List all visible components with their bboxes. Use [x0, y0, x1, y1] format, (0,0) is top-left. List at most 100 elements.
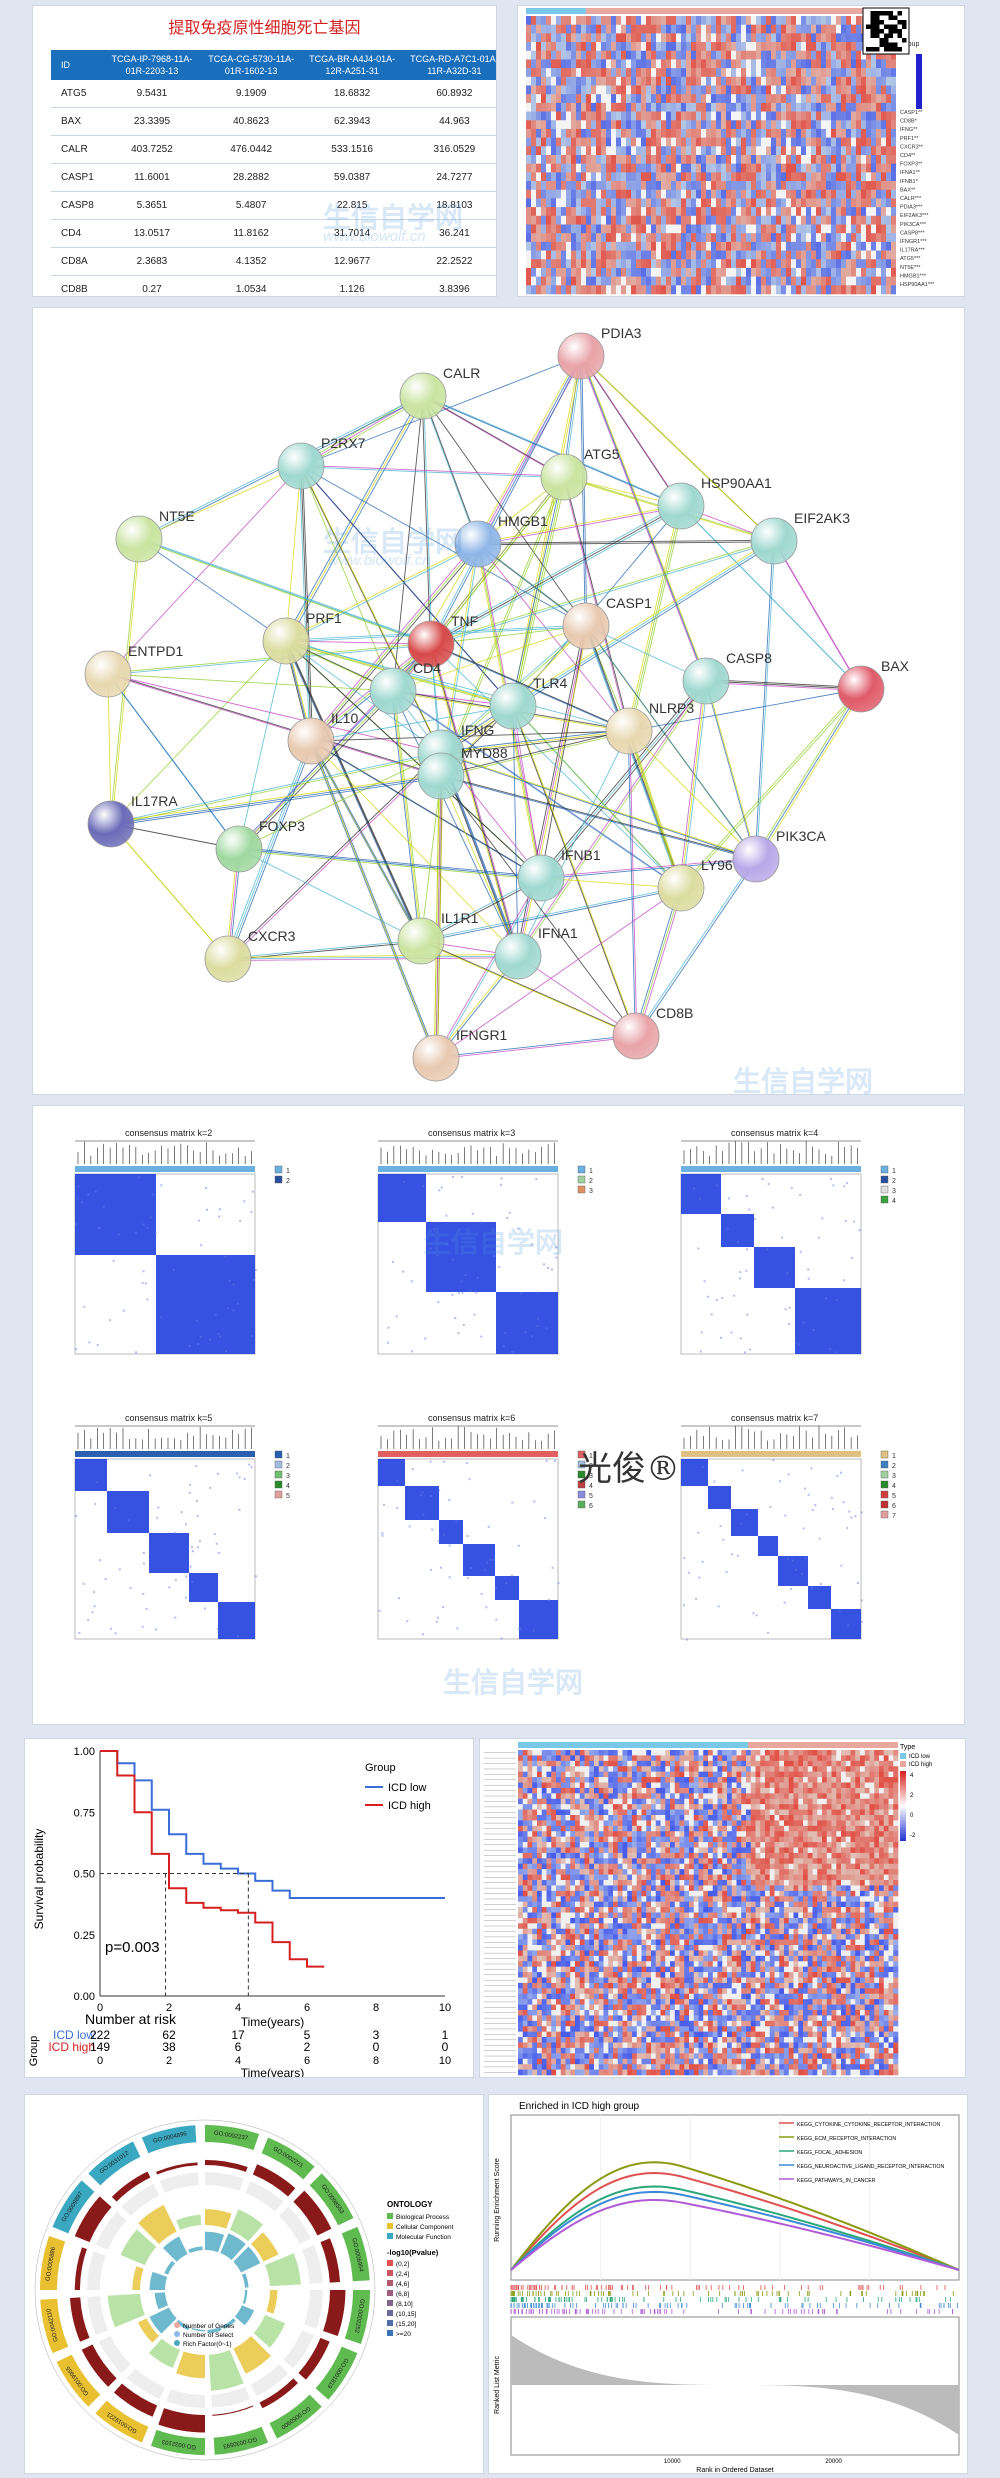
heatmap-cell	[817, 1771, 823, 1778]
qr-module	[893, 47, 898, 52]
heatmap-cell	[551, 198, 557, 208]
qr-module	[893, 15, 898, 20]
network-edge	[421, 888, 682, 943]
heatmap-cell	[561, 172, 567, 182]
heatmap-cell	[736, 42, 742, 52]
network-node-label: IL1R1	[441, 910, 479, 926]
heatmap-cell	[807, 1782, 813, 1789]
heatmap-cell	[613, 1793, 619, 1800]
heatmap-cell	[666, 172, 672, 182]
heatmap-cell	[706, 259, 712, 269]
heatmap-cell	[616, 250, 622, 260]
heatmap-cell	[781, 224, 787, 234]
heatmap-cell	[774, 1825, 780, 1832]
heatmap-cell	[850, 1804, 856, 1810]
qr-module	[888, 47, 893, 52]
heatmap-cell	[836, 68, 842, 78]
heatmap-cell	[850, 1760, 856, 1767]
heatmap-cell	[537, 1787, 543, 1794]
heatmap-cell	[686, 259, 692, 269]
heatmap-cell	[591, 241, 597, 251]
heatmap-cell	[526, 276, 532, 286]
heatmap-cell	[716, 120, 722, 130]
heatmap-cell	[721, 233, 727, 243]
heatmap-cell	[736, 1766, 742, 1772]
heatmap-cell	[756, 189, 762, 199]
heatmap-cell	[596, 259, 602, 269]
consensus-noise	[502, 1345, 505, 1348]
heatmap-cell	[822, 1831, 828, 1837]
consensus-noise	[451, 1293, 454, 1296]
consensus-noise	[532, 1629, 535, 1632]
heatmap-cell	[646, 59, 652, 69]
network-edge	[704, 678, 860, 688]
heatmap-cell	[850, 1777, 856, 1783]
consensus-noise	[698, 1197, 701, 1200]
heatmap-cell	[571, 102, 577, 112]
heatmap-cell	[816, 215, 822, 225]
heatmap-cell	[871, 233, 877, 243]
risk-count-low: 1	[442, 2028, 449, 2042]
consensus-noise	[850, 1256, 853, 1259]
heatmap-cell	[826, 102, 832, 112]
heatmap-cell	[674, 1760, 680, 1767]
consensus-noise	[787, 1473, 790, 1476]
heatmap-cell	[646, 94, 652, 104]
network-edge	[539, 679, 705, 877]
heatmap-cell	[798, 1755, 804, 1762]
network-edge	[440, 775, 519, 957]
heatmap-cell	[851, 267, 857, 277]
heatmap-cell	[712, 1793, 718, 1800]
heatmap-cell	[611, 85, 617, 95]
network-node-label: MYD88	[461, 745, 508, 761]
heatmap-cell	[826, 215, 832, 225]
heatmap-cell	[771, 215, 777, 225]
heatmap-cell	[631, 111, 637, 121]
heatmap-cell	[676, 42, 682, 52]
heatmap-cell	[670, 1760, 676, 1767]
heatmap-cell	[608, 1793, 614, 1800]
heatmap-cell	[881, 146, 887, 156]
heatmap-cell	[736, 285, 742, 295]
heatmap-cell	[891, 172, 897, 182]
consensus-noise	[701, 1560, 704, 1563]
legend-label: 3	[589, 1188, 593, 1195]
consensus-noise	[804, 1556, 807, 1559]
legend-swatch	[880, 1450, 889, 1459]
heatmap-cell	[701, 276, 707, 286]
consensus-noise	[767, 1631, 770, 1634]
heatmap-cell	[841, 198, 847, 208]
heatmap-cell	[761, 198, 767, 208]
heatmap-cell	[591, 111, 597, 121]
heatmap-cell	[576, 50, 582, 60]
heatmap-cell	[879, 1760, 885, 1767]
heatmap-cell	[765, 1825, 771, 1832]
heatmap-cell	[691, 102, 697, 112]
heatmap-cell	[886, 181, 892, 191]
heatmap-cell	[613, 1809, 619, 1816]
cluster-bar	[75, 1166, 255, 1172]
heatmap-cell	[708, 1820, 714, 1827]
heatmap-cell	[541, 1804, 547, 1810]
heatmap-cell	[606, 102, 612, 112]
heatmap-cell	[864, 1777, 870, 1783]
heatmap-cell	[613, 1804, 619, 1810]
consensus-noise	[114, 1507, 117, 1510]
heatmap-cell	[546, 267, 552, 277]
heatmap-cell	[751, 250, 757, 260]
heatmap-cell	[855, 1787, 861, 1794]
consensus-noise	[102, 1205, 105, 1208]
heatmap-cell	[736, 128, 742, 138]
heatmap-cell	[616, 42, 622, 52]
heatmap-cell	[526, 85, 532, 95]
consensus-noise	[755, 1614, 758, 1617]
heatmap-cell	[817, 1755, 823, 1762]
heatmap-cell	[812, 1825, 818, 1832]
consensus-noise	[836, 1474, 839, 1477]
heatmap-cell	[656, 207, 662, 217]
heatmap-cell	[617, 1782, 623, 1789]
heatmap-cell	[741, 50, 747, 60]
consensus-block	[189, 1573, 218, 1602]
heatmap-cell	[741, 33, 747, 43]
